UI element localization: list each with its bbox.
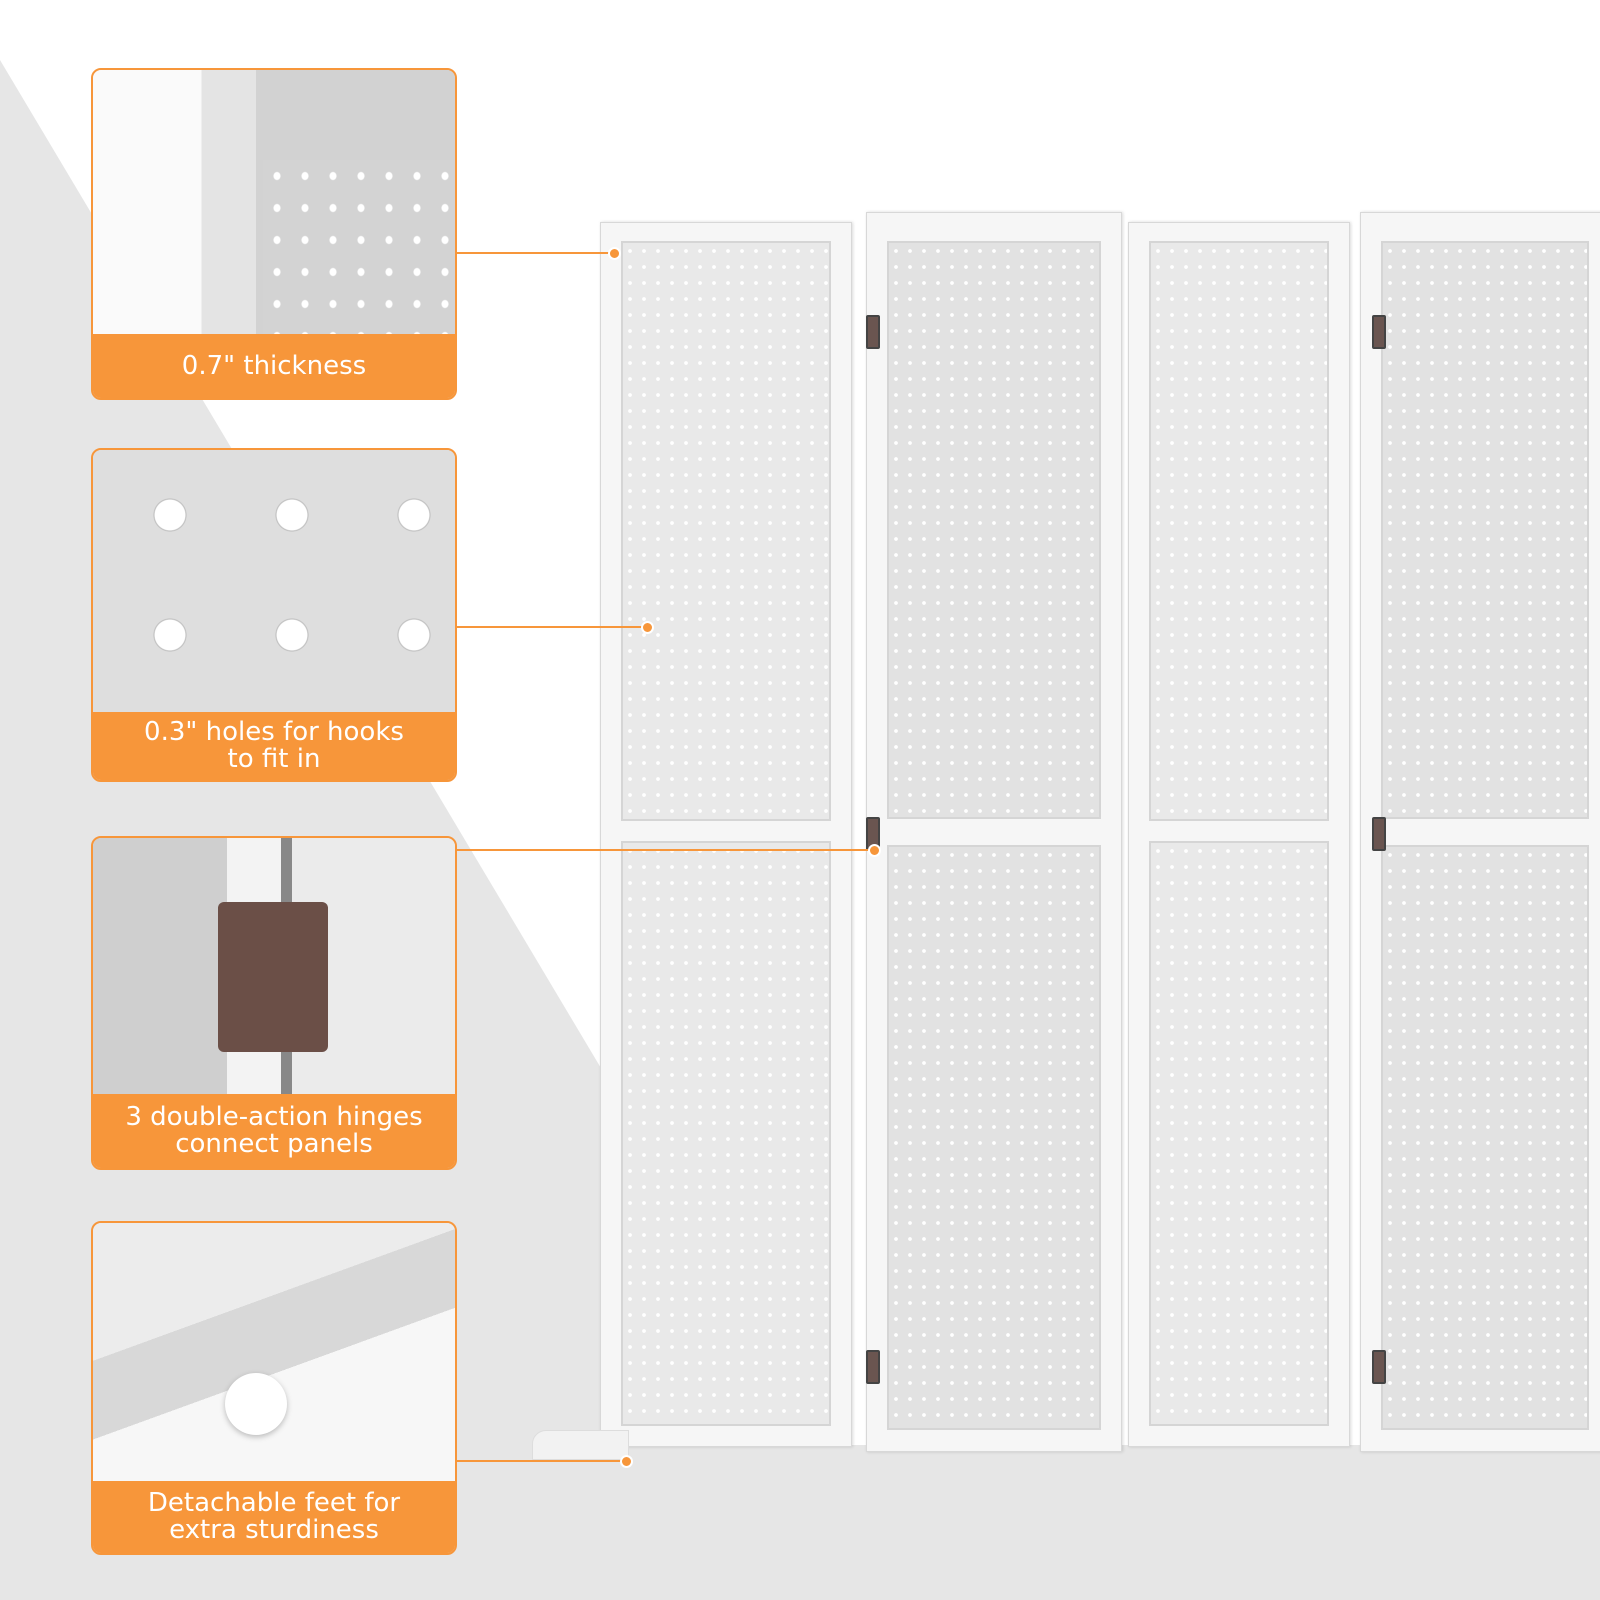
- callout-dot: [620, 1455, 633, 1468]
- feature-card-hinges: 3 double-action hinges connect panels: [91, 836, 457, 1170]
- thickness-photo: [93, 70, 455, 336]
- holes-photo: [93, 450, 455, 716]
- feature-label: 0.3" holes for hooks to fit in: [93, 712, 455, 780]
- hinges-photo: [93, 838, 455, 1098]
- divider-panel-1: [600, 222, 852, 1447]
- pegboard-upper: [887, 241, 1101, 819]
- feature-card-feet: Detachable feet for extra sturdiness: [91, 1221, 457, 1555]
- pegboard-lower: [1381, 845, 1589, 1430]
- divider-panel-3: [1128, 222, 1350, 1447]
- callout-line: [457, 626, 645, 628]
- callout-line: [457, 849, 874, 851]
- pegboard-upper: [621, 241, 831, 821]
- hinge-icon: [866, 1350, 880, 1384]
- feature-label: 3 double-action hinges connect panels: [93, 1094, 455, 1168]
- hinge-icon: [1372, 315, 1386, 349]
- hinge-icon: [1372, 1350, 1386, 1384]
- detachable-foot: [532, 1430, 629, 1460]
- pegboard-lower: [621, 841, 831, 1426]
- callout-dot: [868, 844, 881, 857]
- feature-label: 0.7" thickness: [93, 334, 455, 398]
- callout-line: [457, 1460, 625, 1462]
- pegboard-upper: [1381, 241, 1589, 819]
- feature-label: Detachable feet for extra sturdiness: [93, 1481, 455, 1553]
- feet-photo: [93, 1223, 455, 1485]
- feature-card-thickness: 0.7" thickness: [91, 68, 457, 400]
- hinge-closeup: [218, 902, 328, 1052]
- callout-dot: [641, 621, 654, 634]
- divider-panel-2: [866, 212, 1122, 1452]
- hinge-icon: [1372, 817, 1386, 851]
- pegboard-lower: [887, 845, 1101, 1430]
- foot-pad: [225, 1373, 287, 1435]
- callout-line: [457, 252, 611, 254]
- hinge-icon: [866, 315, 880, 349]
- feature-card-holes: 0.3" holes for hooks to fit in: [91, 448, 457, 782]
- callout-dot: [608, 247, 621, 260]
- divider-panel-4: [1360, 212, 1600, 1452]
- pegboard-lower: [1149, 841, 1329, 1426]
- pegboard-closeup: [263, 160, 455, 336]
- pegboard-upper: [1149, 241, 1329, 821]
